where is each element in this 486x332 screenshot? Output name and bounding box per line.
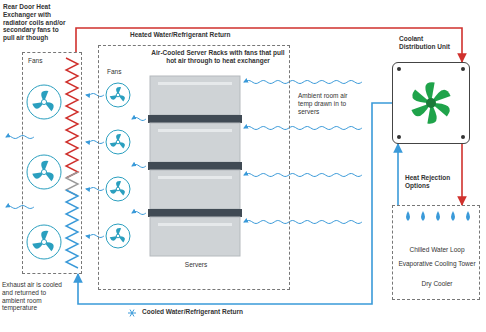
node-heading: Servers bbox=[151, 261, 241, 269]
note-label: Exhaust air is cooled and returned to am… bbox=[2, 281, 68, 312]
radiator-coil bbox=[66, 58, 78, 178]
server-unit bbox=[150, 123, 240, 162]
server-unit bbox=[150, 170, 240, 209]
node-box: Air-Cooled Server Racks with fans that p… bbox=[98, 45, 290, 290]
airflow-arrow bbox=[244, 80, 362, 83]
node-box: Servers bbox=[151, 77, 241, 272]
fan-icon bbox=[106, 177, 130, 201]
coolant-line bbox=[78, 103, 392, 304]
server-detail bbox=[158, 82, 232, 85]
fan-icon bbox=[106, 224, 130, 248]
node-text: Dry Cooler bbox=[397, 280, 477, 288]
node-text: Fans bbox=[107, 68, 147, 76]
airflow-arrow bbox=[6, 136, 34, 139]
node-heading: Rear Door Heat Exchanger with radiator c… bbox=[3, 3, 69, 42]
coolant-line bbox=[397, 144, 399, 205]
fan-icon bbox=[106, 83, 130, 107]
line-label: Heated Water/Refrigerant Return bbox=[128, 31, 233, 39]
server-band bbox=[148, 115, 242, 123]
airflow-arrow bbox=[132, 164, 146, 167]
snowflake-icon bbox=[128, 310, 136, 317]
airflow-arrow bbox=[86, 188, 104, 191]
node-text: Fans bbox=[28, 57, 68, 65]
airflow-arrow bbox=[86, 141, 104, 144]
server-detail bbox=[158, 129, 232, 132]
server-band bbox=[148, 162, 242, 170]
cdu-fan bbox=[411, 82, 450, 123]
node-box: Coolant Distribution Unit bbox=[392, 62, 470, 144]
airflow-arrow bbox=[244, 220, 362, 223]
water-drop bbox=[406, 211, 410, 221]
bolt-dot bbox=[397, 67, 401, 71]
bolt-dot bbox=[461, 135, 465, 139]
node-heading: Coolant Distribution Unit bbox=[399, 35, 453, 51]
node-box: Rear Door Heat Exchanger with radiator c… bbox=[22, 52, 82, 274]
node-heading: Heat Rejection Options bbox=[405, 174, 461, 190]
airflow-arrow bbox=[86, 94, 104, 97]
fan-icon bbox=[27, 225, 61, 259]
server-band bbox=[148, 209, 242, 217]
node-text: Evaporative Cooling Tower bbox=[397, 260, 477, 268]
fan-icon bbox=[27, 85, 61, 119]
node-heading: Air-Cooled Server Racks with fans that p… bbox=[149, 49, 287, 65]
coolant-line bbox=[461, 144, 463, 205]
water-drop bbox=[451, 211, 455, 221]
water-drop bbox=[421, 211, 425, 221]
airflow-arrow bbox=[6, 206, 34, 209]
server-detail bbox=[158, 223, 232, 226]
airflow-arrow bbox=[244, 173, 362, 176]
node-text: Chilled Water Loop bbox=[397, 246, 477, 254]
bolt-dot bbox=[461, 67, 465, 71]
server-unit bbox=[150, 217, 240, 256]
bolt-dot bbox=[397, 135, 401, 139]
airflow-arrow bbox=[132, 211, 146, 214]
airflow-arrow bbox=[132, 117, 146, 120]
node-box: Heat Rejection OptionsChilled Water Loop… bbox=[392, 205, 480, 300]
server-detail bbox=[158, 176, 232, 179]
water-drop bbox=[466, 211, 470, 221]
server-unit bbox=[150, 76, 240, 115]
radiator-coil bbox=[66, 190, 78, 268]
airflow-arrow bbox=[244, 126, 362, 129]
fan-icon bbox=[27, 155, 61, 189]
water-drop bbox=[436, 211, 440, 221]
line-label: Cooled Water/Refrigerant Return bbox=[140, 308, 245, 316]
note-label: Ambient room air temp drawn in to server… bbox=[298, 92, 362, 115]
fan-icon bbox=[106, 130, 130, 154]
airflow-arrow bbox=[86, 235, 104, 238]
